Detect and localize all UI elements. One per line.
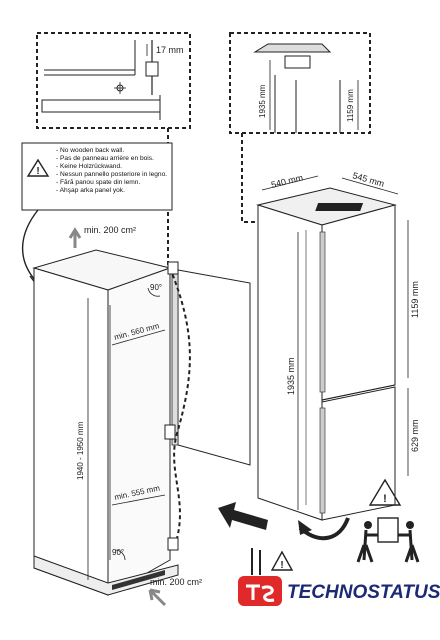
hinge-path <box>169 267 191 546</box>
niche-height-label: 1940 - 1950 mm <box>76 421 85 480</box>
detail-top-right-height-total: 1935 mm <box>258 84 267 118</box>
svg-text:!: ! <box>280 560 283 571</box>
brand-logo-icon <box>238 576 282 606</box>
vent-bottom-arrow-icon <box>148 588 167 607</box>
vent-top-label: min. 200 cm² <box>84 225 136 235</box>
warning-line: - Pas de panneau arrière en bois. <box>56 155 154 162</box>
warning-small-icon <box>270 550 294 571</box>
appliance-height-lower-label: 629 mm <box>410 419 420 452</box>
warning-triangle-icon <box>26 158 50 177</box>
angle-top-label: 90° <box>150 283 162 292</box>
warning-line: - No wooden back wall. <box>56 147 124 154</box>
two-person-lift-icon: ! <box>356 478 420 563</box>
detail-top-left-dimension: 17 mm <box>156 45 184 55</box>
vent-bottom-label: min. 200 cm² <box>150 577 202 587</box>
warning-arrow <box>21 209 39 281</box>
hinge-bottom-icon <box>167 537 179 551</box>
brand-logo: TECHNOSTATUS <box>238 576 440 606</box>
appliance-depth-label: 545 mm <box>351 170 385 189</box>
insert-arrow-icon <box>218 502 268 530</box>
warning-line: - Keine Holzrückwand. <box>56 163 122 170</box>
appliance <box>256 187 397 521</box>
svg-text:!: ! <box>36 166 39 177</box>
niche-cabinet <box>32 249 179 596</box>
svg-text:!: ! <box>383 493 387 505</box>
appliance-width-label: 540 mm <box>270 172 304 190</box>
vent-top-arrow-icon <box>68 227 82 248</box>
warning-line: - Ahşap arka panel yok. <box>56 187 125 194</box>
brand-name: TECHNOSTATUS <box>287 582 440 603</box>
detail-top-right-height-upper: 1159 mm <box>346 89 355 122</box>
detail-top-right: 1935 mm 1159 mm <box>229 32 371 223</box>
warning-line: - Fără panou spate din lemn. <box>56 179 140 186</box>
angle-bottom-label: 90° <box>112 548 124 557</box>
hinge-top-icon <box>167 261 179 275</box>
warning-line: - Nessun pannello posteriore in legno. <box>56 171 167 178</box>
appliance-height-upper-label: 1159 mm <box>410 281 420 318</box>
warning-box: ! - No wooden back wall. - Pas de pannea… <box>21 142 173 211</box>
furniture-door <box>171 267 251 466</box>
appliance-height-total-label: 1935 mm <box>286 357 296 395</box>
hinge-middle-icon <box>164 424 176 440</box>
detail-top-left: 17 mm <box>36 32 191 129</box>
